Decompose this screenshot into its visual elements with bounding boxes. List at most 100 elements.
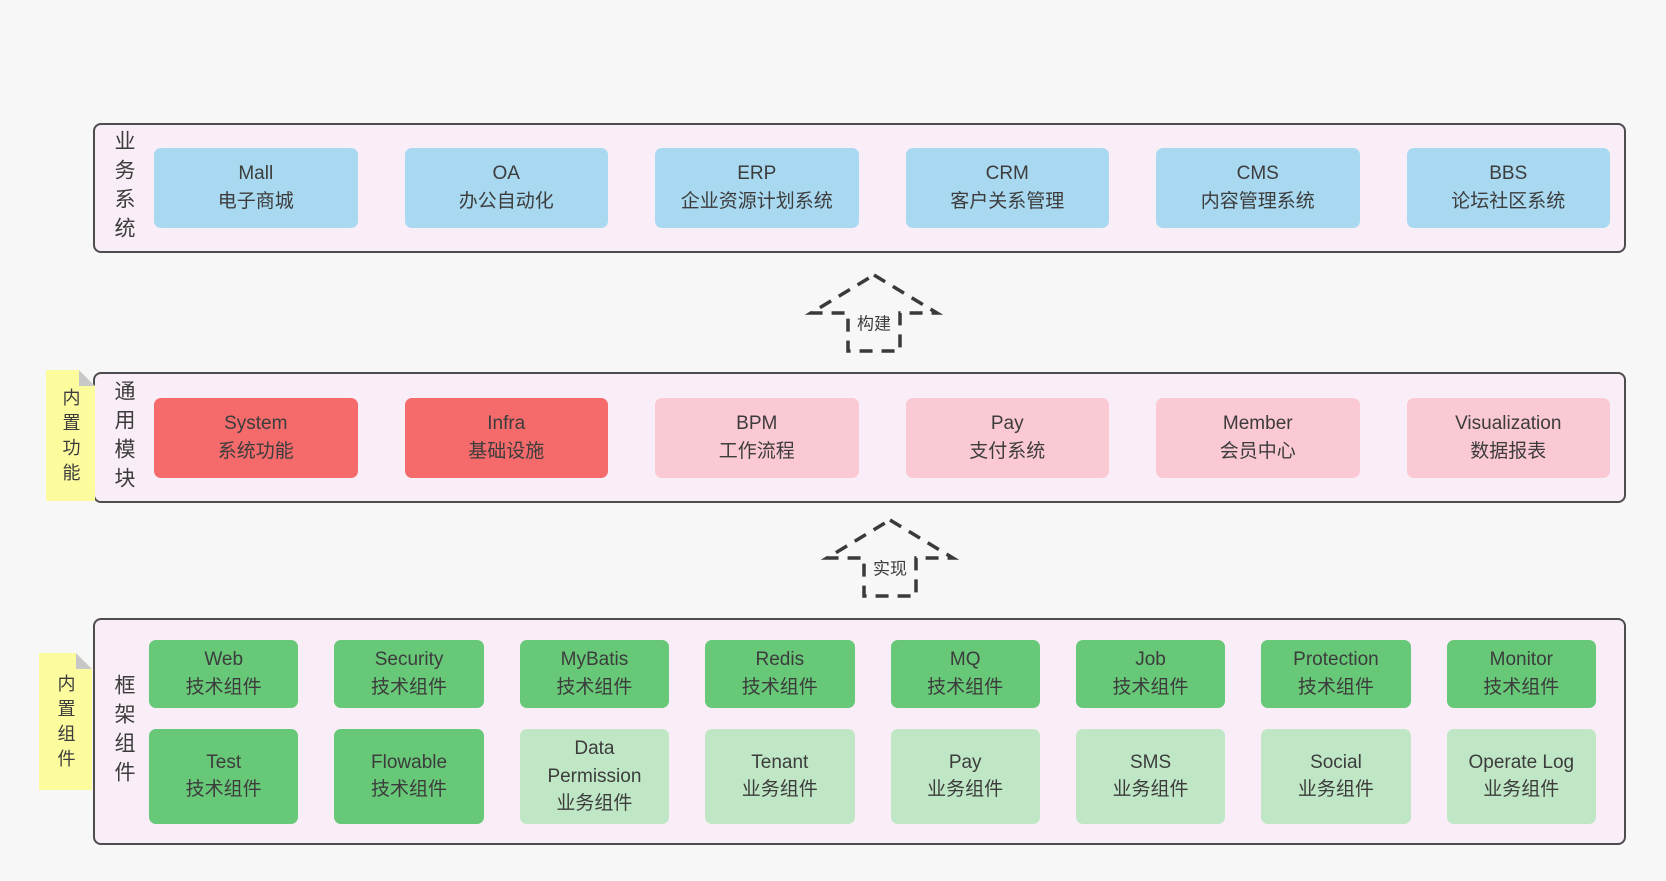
box-subtitle: 技术组件 bbox=[1297, 676, 1374, 698]
box-title: BPM bbox=[736, 412, 778, 434]
box-subtitle: 会员中心 bbox=[1219, 440, 1296, 462]
box-title: Data Permission bbox=[547, 738, 642, 787]
box-title: System bbox=[224, 412, 288, 434]
box-subtitle: 支付系统 bbox=[969, 440, 1046, 462]
box-title: OA bbox=[492, 163, 520, 185]
box-title: SMS bbox=[1129, 751, 1172, 773]
box-subtitle: 电子商城 bbox=[217, 191, 294, 212]
box-title: Pay bbox=[948, 751, 982, 773]
box-erp: ERP 企业资源计划系统 bbox=[655, 148, 859, 228]
box-bbs: BBS 论坛社区系统 bbox=[1406, 148, 1610, 228]
box-subtitle: 技术组件 bbox=[556, 676, 633, 698]
box-title: Social bbox=[1310, 751, 1362, 773]
box-subtitle: 技术组件 bbox=[371, 676, 448, 698]
box-subtitle: 技术组件 bbox=[927, 676, 1004, 698]
box-mybatis: MyBatis 技术组件 bbox=[519, 640, 670, 708]
box-job: Job 技术组件 bbox=[1075, 640, 1226, 708]
box-title: Job bbox=[1135, 649, 1166, 671]
arrow-implement: 实现 bbox=[820, 517, 960, 599]
box-subtitle: 客户关系管理 bbox=[950, 191, 1065, 212]
box-subtitle: 技术组件 bbox=[1112, 676, 1189, 698]
box-subtitle: 数据报表 bbox=[1470, 440, 1547, 462]
box-title: Tenant bbox=[751, 751, 809, 773]
box-title: Pay bbox=[990, 412, 1024, 434]
box-subtitle: 业务组件 bbox=[741, 779, 818, 801]
box-social: Social 业务组件 bbox=[1261, 728, 1411, 824]
box-protection: Protection 技术组件 bbox=[1261, 640, 1411, 708]
box-infra: Infra 基础设施 bbox=[404, 397, 608, 478]
box-title: MQ bbox=[949, 649, 981, 671]
box-title: Web bbox=[204, 649, 244, 671]
box-subtitle: 系统功能 bbox=[217, 440, 294, 462]
up-arrow-icon bbox=[820, 517, 960, 598]
box-tenant: Tenant 业务组件 bbox=[705, 728, 855, 824]
box-test: Test 技术组件 bbox=[149, 728, 299, 824]
box-subtitle: 技术组件 bbox=[185, 779, 262, 801]
sticky-note-label: 内置组件 bbox=[55, 674, 76, 775]
box-title: CMS bbox=[1236, 163, 1279, 185]
box-subtitle: 业务组件 bbox=[1297, 779, 1374, 801]
sticky-note-built-in-components: 内置组件 bbox=[39, 653, 92, 790]
box-web: Web 技术组件 bbox=[149, 640, 299, 708]
box-title: Test bbox=[206, 751, 242, 773]
box-subtitle: 技术组件 bbox=[741, 676, 818, 698]
box-title: Member bbox=[1222, 412, 1293, 434]
up-arrow-icon bbox=[804, 272, 944, 353]
box-system: System 系统功能 bbox=[154, 397, 358, 478]
box-subtitle: 业务组件 bbox=[1112, 779, 1189, 801]
box-title: Infra bbox=[487, 412, 526, 434]
layer-label-business-systems: 业务系统 bbox=[112, 130, 135, 246]
box-member: Member 会员中心 bbox=[1156, 397, 1360, 478]
box-title: Protection bbox=[1293, 649, 1379, 671]
box-oa: OA 办公自动化 bbox=[404, 148, 608, 228]
box-redis: Redis 技术组件 bbox=[705, 640, 855, 708]
note-fold-icon bbox=[76, 653, 92, 669]
box-data-permission: Data Permission 业务组件 bbox=[519, 728, 670, 824]
box-title: Redis bbox=[755, 649, 805, 671]
sticky-note-label: 内置功能 bbox=[60, 388, 81, 489]
box-visualization: Visualization 数据报表 bbox=[1406, 397, 1610, 478]
box-subtitle: 技术组件 bbox=[185, 676, 262, 698]
sticky-note-built-in-functions: 内置功能 bbox=[46, 370, 95, 501]
box-subtitle: 企业资源计划系统 bbox=[680, 191, 833, 212]
box-mq: MQ 技术组件 bbox=[890, 640, 1040, 708]
box-title: MyBatis bbox=[560, 649, 629, 671]
box-sms: SMS 业务组件 bbox=[1075, 728, 1226, 824]
box-title: Visualization bbox=[1455, 412, 1562, 434]
box-cms: CMS 内容管理系统 bbox=[1156, 148, 1360, 228]
arrow-build: 构建 bbox=[804, 272, 944, 354]
box-title: BBS bbox=[1489, 163, 1528, 185]
box-pay: Pay 业务组件 bbox=[890, 728, 1040, 824]
box-subtitle: 基础设施 bbox=[468, 440, 545, 462]
box-title: ERP bbox=[737, 163, 777, 185]
box-subtitle: 内容管理系统 bbox=[1200, 191, 1315, 212]
box-subtitle: 业务组件 bbox=[927, 779, 1004, 801]
arrow-build-label: 构建 bbox=[857, 314, 891, 334]
arrow-implement-label: 实现 bbox=[873, 559, 907, 579]
box-title: CRM bbox=[985, 163, 1029, 185]
box-title: Security bbox=[374, 649, 444, 671]
layer-business-systems: 业务系统 Mall 电子商城 OA 办公自动化 ERP 企业资源计划系统 CRM 客户关系管理… bbox=[93, 123, 1626, 253]
box-title: Monitor bbox=[1489, 649, 1553, 671]
layer-label-framework-components: 框架组件 bbox=[112, 673, 135, 790]
box-subtitle: 技术组件 bbox=[371, 779, 448, 801]
box-mall: Mall 电子商城 bbox=[154, 148, 358, 228]
box-pay: Pay 支付系统 bbox=[905, 397, 1109, 478]
box-subtitle: 业务组件 bbox=[556, 793, 633, 815]
box-crm: CRM 客户关系管理 bbox=[905, 148, 1109, 228]
layer-label-common-modules: 通用模块 bbox=[112, 379, 135, 496]
box-title: Mall bbox=[238, 163, 274, 185]
box-subtitle: 论坛社区系统 bbox=[1451, 191, 1566, 212]
box-title: Operate Log bbox=[1468, 751, 1575, 773]
business-systems-boxes: Mall 电子商城 OA 办公自动化 ERP 企业资源计划系统 CRM 客户关系管理 CMS 内容… bbox=[154, 125, 1610, 251]
box-subtitle: 办公自动化 bbox=[458, 191, 554, 212]
